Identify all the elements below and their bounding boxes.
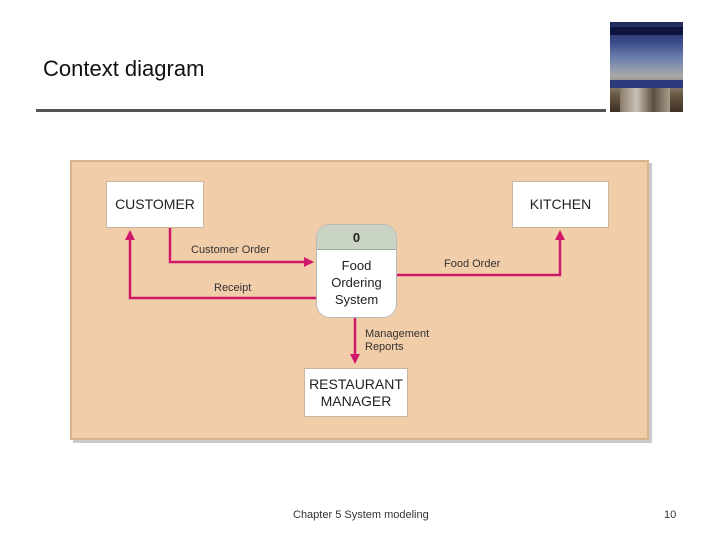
flow-label-customer-order: Customer Order [191, 244, 270, 256]
book-cover-band [610, 27, 683, 35]
flow-label-receipt: Receipt [214, 282, 252, 294]
entity-customer: CUSTOMER [106, 181, 204, 228]
footer-page-number: 10 [664, 509, 677, 521]
flow-label-management-reports-line1: Management [365, 328, 430, 340]
flow-label-management-reports-line2: Reports [365, 341, 404, 353]
process-name-line1: Food [341, 258, 372, 273]
book-cover-image [610, 22, 683, 112]
entity-kitchen: KITCHEN [512, 181, 609, 228]
entity-kitchen-label: KITCHEN [529, 196, 592, 212]
slide-title: Context diagram [43, 56, 205, 81]
receipt-arrow [125, 230, 316, 300]
footer-chapter-text: Chapter 5 System modeling [293, 509, 429, 521]
process-name-line2: Ordering [331, 275, 382, 290]
flow-label-food-order: Food Order [444, 258, 501, 270]
customer-order-arrow [168, 228, 314, 267]
entity-customer-label: CUSTOMER [115, 196, 195, 212]
process-name: Food Ordering System [317, 250, 396, 308]
entity-manager-label-line1: RESTAURANT [309, 375, 403, 392]
entity-manager-label-line2: MANAGER [320, 392, 392, 409]
process-food-ordering-system: 0 Food Ordering System [316, 224, 397, 318]
food-order-arrow [395, 230, 565, 277]
book-cover-title-band [610, 80, 683, 88]
process-id: 0 [317, 225, 396, 250]
process-name-line3: System [334, 292, 379, 307]
book-cover-building [620, 88, 670, 112]
title-divider [36, 109, 606, 112]
flow-label-management-reports: Management Reports [365, 328, 429, 354]
entity-restaurant-manager: RESTAURANT MANAGER [304, 368, 408, 417]
